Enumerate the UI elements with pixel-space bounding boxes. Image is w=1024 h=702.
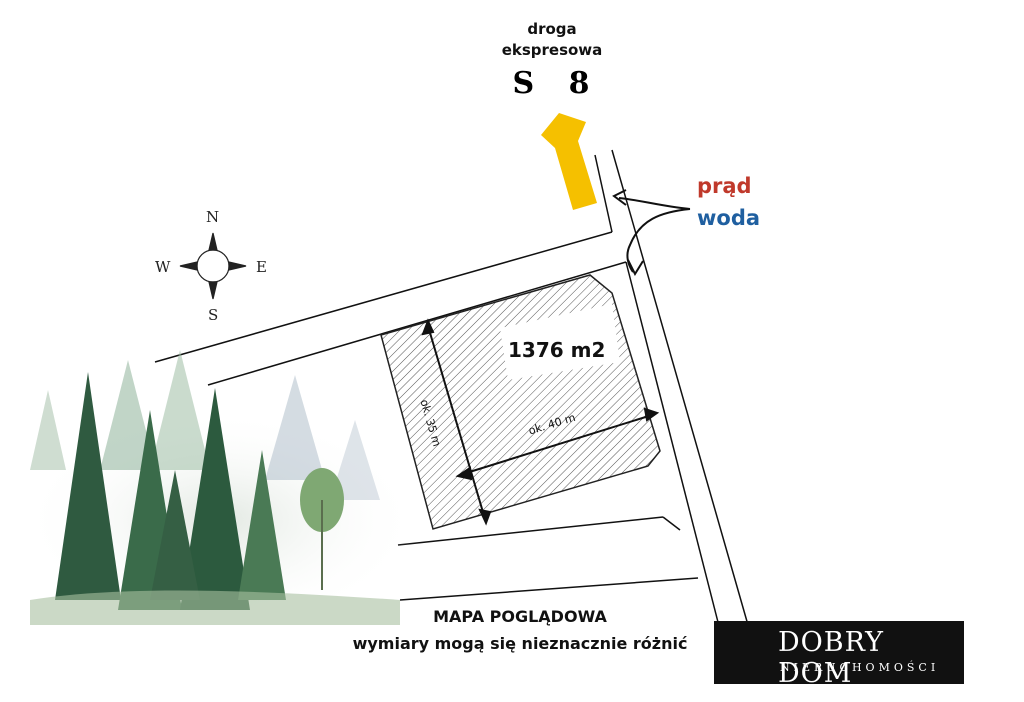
side-road	[594, 149, 749, 631]
compass-west: W	[155, 258, 171, 276]
dimension-depth	[421, 318, 492, 526]
side-road-edge-left	[625, 261, 721, 631]
utility-water: woda	[697, 206, 761, 230]
access-road-edge-top	[154, 231, 613, 363]
lower-road	[397, 516, 699, 601]
road-code: S 8	[512, 66, 602, 101]
lower-road-edge-bottom	[399, 577, 699, 601]
utility-power: prąd	[697, 174, 752, 198]
access-road-edge-bottom	[207, 261, 627, 386]
logo-name: DOBRY DOM	[778, 627, 884, 689]
compass-north: N	[206, 208, 220, 226]
foreground-trees	[55, 372, 344, 610]
background-trees	[30, 350, 380, 500]
lower-road-corner	[662, 516, 681, 531]
compass-south: S	[208, 306, 219, 324]
lower-road-edge-top	[397, 516, 664, 546]
logo-subtitle: NIERUCHOMOŚCI	[780, 661, 940, 674]
company-logo: DOBRY DOM NIERUCHOMOŚCI	[714, 621, 964, 689]
plot-area: 1376 m2	[508, 338, 606, 362]
forest-illustration	[20, 350, 420, 630]
side-road-edge-right	[611, 149, 749, 626]
utilities-arrow	[612, 189, 691, 277]
access-road	[154, 231, 627, 386]
road-direction-arrow	[541, 113, 597, 210]
road-label-line2: ekspresowa	[501, 41, 603, 59]
compass-rose	[179, 232, 247, 300]
plot-label-bg	[500, 304, 620, 380]
caption-title: MAPA POGLĄDOWA	[433, 607, 607, 626]
road-label-line1: droga	[527, 20, 577, 38]
compass-east: E	[256, 258, 267, 276]
caption-note: wymiary mogą się nieznacznie różnić	[352, 634, 688, 653]
side-road-edge-left-top	[594, 154, 613, 233]
dimension-width	[455, 407, 660, 481]
